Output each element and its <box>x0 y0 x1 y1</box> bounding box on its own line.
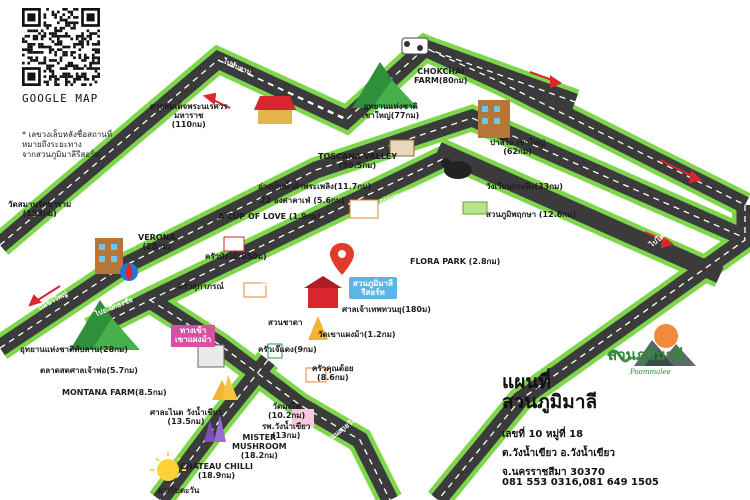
address-line: เลขที่ 10 หมู่ที่ 18 <box>502 429 584 440</box>
place-label[interactable]: TOSCANA VALLEY(50.5กม) <box>318 152 398 171</box>
place-label[interactable]: รพ.วังน้ำเขียว(13กม) <box>262 422 311 441</box>
place-label[interactable]: อุทยานแห่งชาติทับลาน(28กม) <box>20 345 128 354</box>
distance-note: * เลขวงเล็บหลังชื่อสถานที่ หมายถึงระยะทา… <box>22 130 113 159</box>
place-label[interactable]: MONTANA FARM(8.5กม) <box>62 388 167 397</box>
place-label[interactable]: วังเวียนกระทิง(33กม) <box>486 182 563 191</box>
phone-numbers[interactable]: 081 553 0316,081 649 1505 <box>502 477 659 488</box>
place-label[interactable]: ครัวบังไม้(850ม) <box>205 252 267 261</box>
entrance-badge: ทางเข้าเขาแผงม้า <box>171 325 216 347</box>
direction-arrows <box>28 71 703 307</box>
place-label[interactable]: 22 องศาคาเฟ่ (5.6กม) <box>260 196 345 205</box>
place-label[interactable]: ศาลสมเด็จพระนเรศวรมหาราช(110กม) <box>150 102 228 130</box>
landmarks <box>70 37 510 481</box>
place-label[interactable]: อุทยานแห่งชาติเขาใหญ่(77กม) <box>362 102 420 121</box>
place-label[interactable]: ครัวคุณต้อย(8.6กม) <box>312 364 354 383</box>
place-label[interactable]: อ่างเก็บน้ำลำพระเพลิง(11.7กม) <box>258 182 372 191</box>
logo-subtext: Poommalee <box>629 368 671 376</box>
resort-logo-icon: สวนภูมิมาลี Poommalee <box>606 324 696 376</box>
address-line: จ.นครราชสีมา 30370 <box>502 467 605 478</box>
address-line: ต.วังน้ำเขียว อ.วังน้ำเขียว <box>502 448 615 459</box>
place-label[interactable]: ศาละไนด วังน้ำเขียว(13.5กม) <box>150 408 222 427</box>
resort-location-badge[interactable]: สวนภูมิมาลีรีสอร์ท <box>349 277 398 300</box>
address-block: เลขที่ 10 หมู่ที่ 18 ต.วังน้ำเขียว อ.วัง… <box>502 425 615 482</box>
place-label[interactable]: ครัวเจ๊แดง(9กม) <box>258 345 317 354</box>
place-label[interactable]: VERONA(28กม) <box>138 233 176 252</box>
place-label[interactable]: A CUP OF LOVE (1.9กม) <box>218 212 321 221</box>
road-network <box>0 32 750 500</box>
logo-text: สวนภูมิมาลี <box>608 346 683 365</box>
place-label[interactable]: ศาลเจ้าเทพทวนยุ(180ม) <box>342 305 431 314</box>
place-label[interactable]: ครัวสุภาภรณ์ <box>178 282 224 291</box>
place-label[interactable]: วัดมงไพ(10.2กม) <box>268 402 306 421</box>
location-pin-icon <box>330 243 354 275</box>
place-label[interactable]: วัดสมานรัตนาราม(153กม) <box>8 200 72 219</box>
place-label[interactable]: สวนชาดา <box>268 318 303 327</box>
page-title: แผนที่สวนภูมิมาลี <box>502 371 598 413</box>
place-label[interactable]: ผาเก็บตะวัน <box>158 486 200 495</box>
place-label[interactable]: ตลาดสดศาลเจ้าพ่อ(5.7กม) <box>40 366 138 375</box>
place-label[interactable]: ปาลิโอ เขาใหญ่(62กม) <box>490 138 546 157</box>
place-label[interactable]: วัดเขาแผงม้า(1.2กม) <box>318 330 396 339</box>
place-label[interactable]: สวนภูมิพฤกษา (12.6กม) <box>486 210 577 219</box>
qr-code-icon[interactable] <box>22 8 100 86</box>
place-label[interactable]: CHATEAU CHILLI(18.9กม) <box>180 462 253 481</box>
qr-caption: GOOGLE MAP <box>22 92 99 105</box>
place-label[interactable]: FLORA PARK (2.8กม) <box>410 257 501 266</box>
